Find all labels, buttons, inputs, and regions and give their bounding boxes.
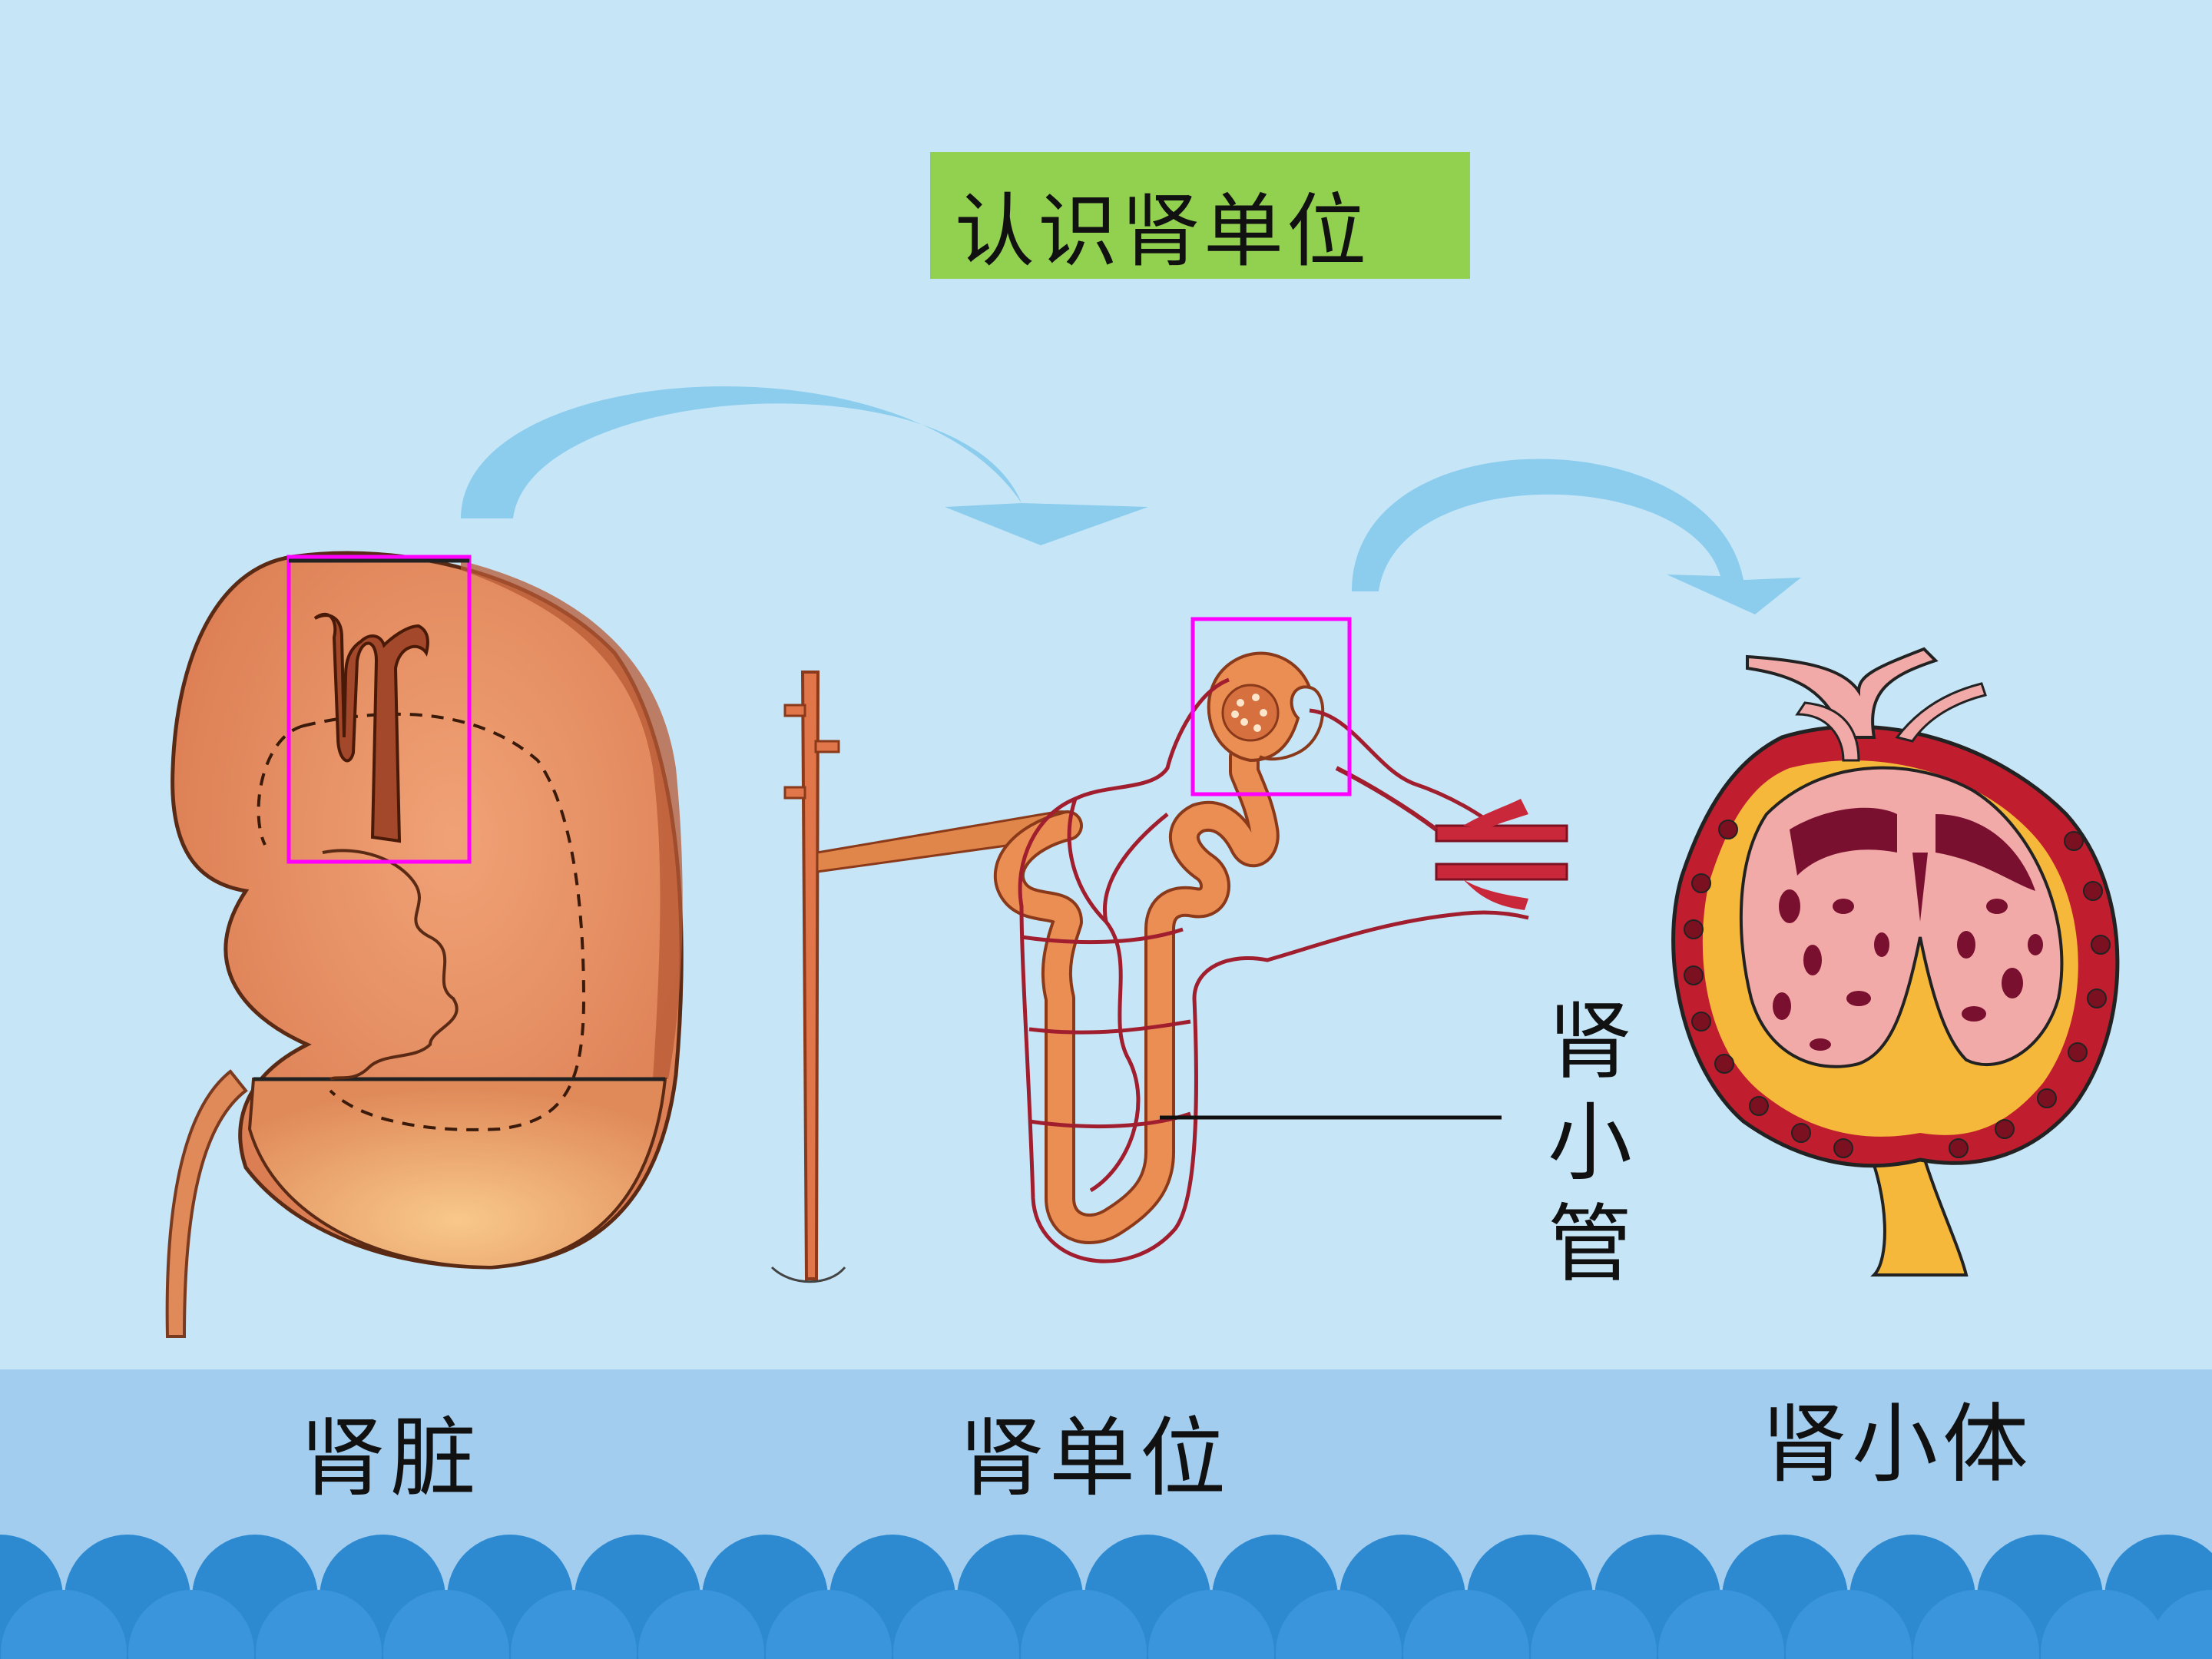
- arrow-kidney-to-nephron: [461, 386, 1148, 545]
- nephron-highlight-box: [1190, 617, 1352, 796]
- arrow-nephron-to-corpuscle: [1352, 459, 1801, 614]
- caption-nephron: 肾单位: [959, 1409, 1230, 1508]
- tubule-label-char: 肾: [1548, 992, 1632, 1091]
- kidney-illustration: [165, 551, 684, 1338]
- caption-kidney: 肾脏: [300, 1409, 481, 1508]
- title-box: 认识肾单位: [930, 152, 1470, 279]
- nephron-illustration: [770, 651, 1568, 1283]
- tubule-label-char: 管: [1548, 1195, 1632, 1293]
- corpuscle-illustration: [1671, 647, 2120, 1277]
- tubule-label: 肾 小 管: [1540, 991, 1640, 1295]
- wave-row-front: [1, 1590, 2212, 1659]
- page-title: 认识肾单位: [955, 184, 1370, 278]
- caption-corpuscle: 肾小体: [1761, 1395, 2033, 1495]
- kidney-highlight-box: [286, 555, 472, 864]
- tubule-label-char: 小: [1548, 1094, 1632, 1192]
